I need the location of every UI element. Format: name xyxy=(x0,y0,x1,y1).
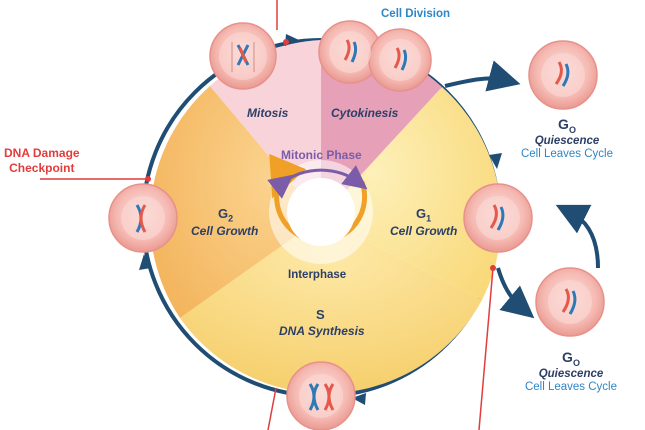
cell-g1 xyxy=(463,183,533,253)
g1-sub: 1 xyxy=(426,213,432,224)
g0-bottom-sub: O xyxy=(572,357,580,368)
cell-mitosis xyxy=(209,22,277,90)
s-title: S xyxy=(316,307,325,322)
g1-name: G xyxy=(416,206,427,221)
g2-title: G2 xyxy=(218,206,233,224)
dna-checkpoint-line1: DNA Damage xyxy=(4,146,80,160)
g0-bottom-title: GO xyxy=(521,349,621,368)
center-hole xyxy=(287,178,355,246)
s-desc: DNA Synthesis xyxy=(279,324,365,338)
g0-top-title: GO xyxy=(519,116,615,135)
g2-name: G xyxy=(218,206,229,221)
g0-bottom-block: GO Quiescence Cell Leaves Cycle xyxy=(521,349,621,394)
g0-top-block: GO Quiescence Cell Leaves Cycle xyxy=(519,116,615,161)
mitosis-label: Mitosis xyxy=(247,106,289,120)
g0-bottom-leaves: Cell Leaves Cycle xyxy=(524,380,618,393)
g0-return-arrow xyxy=(555,204,600,269)
g1-sector xyxy=(321,87,502,300)
checkpoint-lines xyxy=(40,0,494,430)
s-sector xyxy=(180,218,482,394)
g0-top-leaves: Cell Leaves Cycle xyxy=(520,147,614,160)
cell-g0-bottom xyxy=(535,267,605,337)
g0-bottom-quiescence: Quiescence xyxy=(538,367,604,380)
g1-title: G1 xyxy=(416,206,431,224)
g2-sub: 2 xyxy=(228,213,234,224)
g2-sector xyxy=(150,86,321,318)
g2-desc: Cell Growth xyxy=(191,224,259,238)
dna-checkpoint-label: DNA Damage Checkpoint xyxy=(4,146,80,176)
cell-s xyxy=(286,361,356,430)
g0-bottom-arrow xyxy=(496,267,535,319)
dna-checkpoint-line2: Checkpoint xyxy=(9,161,75,175)
g0-top-letter: G xyxy=(558,116,569,132)
cytokinesis-label: Cytokinesis xyxy=(331,106,399,120)
cell-g0-top xyxy=(528,40,598,110)
g0-bottom-letter: G xyxy=(562,349,573,365)
g0-top-sub: O xyxy=(568,124,576,135)
g1-desc: Cell Growth xyxy=(390,224,458,238)
interphase-label: Interphase xyxy=(288,269,347,281)
cell-g2 xyxy=(108,183,178,253)
g0-top-quiescence: Quiescence xyxy=(534,134,600,147)
mitotic-phase-label: Mitonic Phase xyxy=(281,148,362,162)
cell-division-label: Cell Division xyxy=(381,8,451,20)
mitotic-arc xyxy=(267,165,368,199)
g0-top-arrow xyxy=(444,60,521,92)
cell-cytokinesis xyxy=(318,20,432,92)
